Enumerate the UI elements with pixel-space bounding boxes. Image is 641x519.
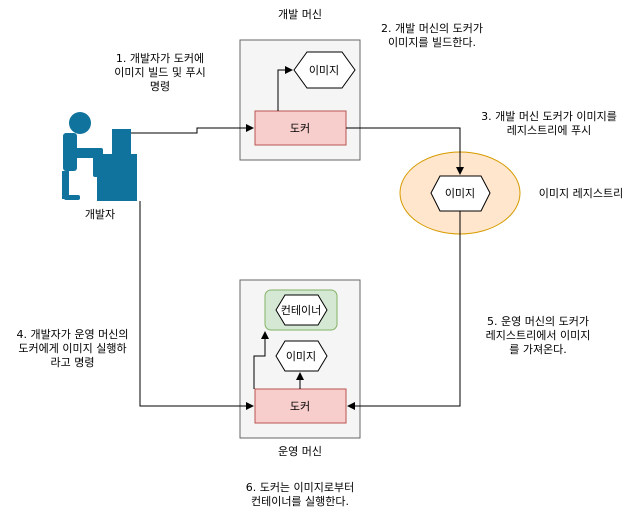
container-hexagon — [275, 294, 328, 326]
registry-label: 이미지 레지스트리 — [538, 187, 624, 200]
step-5-label: 5. 운영 머신의 도커가 레지스트리에서 이미지 를 가져온다. — [485, 315, 591, 356]
step-2-label: 2. 개발 머신의 도커가 이미지를 빌드한다. — [381, 22, 483, 49]
dev-image-label: 이미지 — [309, 64, 339, 77]
dev-image-hexagon — [293, 51, 356, 89]
step-1-label: 1. 개발자가 도커에 이미지 빌드 및 푸시 명령 — [114, 52, 206, 93]
arrow-image-to-container — [253, 331, 269, 389]
dev-docker-label: 도커 — [290, 122, 310, 135]
registry-image-hexagon — [430, 175, 491, 212]
developer-icon — [62, 112, 137, 201]
step-6-label: 6. 도커는 이미지로부터 컨테이너를 실행한다. — [245, 481, 355, 508]
registry-image-label: 이미지 — [445, 187, 475, 200]
prod-docker-label: 도커 — [290, 400, 310, 413]
developer-label: 개발자 — [84, 208, 116, 221]
step-3-label: 3. 개발 머신 도커가 이미지를 레지스트리에 푸시 — [481, 110, 617, 137]
arrow-docker-build-image — [277, 66, 293, 111]
arrow-dev-to-prod-docker — [139, 201, 254, 410]
container-label: 컨테이너 — [281, 304, 321, 317]
dev-machine-title: 개발 머신 — [278, 8, 322, 21]
prod-docker-box — [254, 388, 347, 424]
arrow-dev-to-dev-docker — [131, 124, 254, 134]
arrow-pull-from-registry — [347, 211, 461, 410]
step-4-label: 4. 개발자가 운영 머신의 도커에게 이미지 실행하 라고 명령 — [16, 328, 129, 369]
arrow-push-to-registry — [346, 127, 464, 175]
prod-machine-title: 운영 머신 — [278, 445, 322, 458]
prod-image-label: 이미지 — [286, 350, 316, 363]
dev-docker-box — [254, 110, 347, 146]
prod-image-hexagon — [275, 340, 328, 372]
